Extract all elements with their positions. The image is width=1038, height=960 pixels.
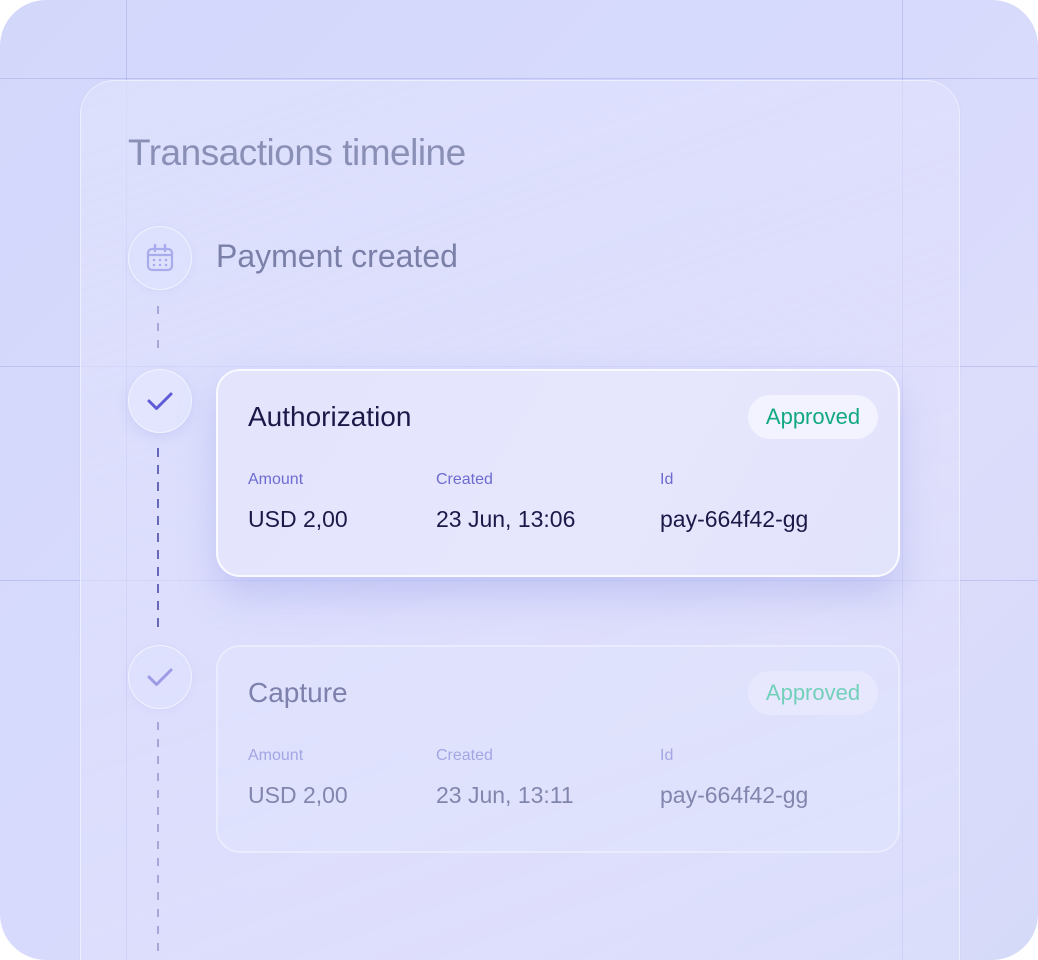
timeline-node-payment-created: [128, 226, 192, 290]
timeline-connector: [157, 306, 159, 356]
created-value: 23 Jun, 13:06: [436, 506, 576, 532]
amount-value: USD 2,00: [248, 506, 348, 532]
check-icon: [147, 392, 173, 410]
amount-label: Amount: [248, 471, 304, 488]
timeline-node-authorization: [128, 369, 192, 433]
grid-line: [0, 78, 1038, 79]
created-label: Created: [436, 747, 493, 764]
amount-value: USD 2,00: [248, 782, 348, 808]
timeline-connector: [157, 448, 159, 628]
transaction-card-authorization[interactable]: Authorization Approved Amount USD 2,00 C…: [216, 369, 900, 577]
status-badge: Approved: [748, 671, 878, 715]
check-icon: [147, 668, 173, 686]
id-label: Id: [660, 747, 674, 764]
id-value: pay-664f42-gg: [660, 506, 809, 532]
id-value: pay-664f42-gg: [660, 782, 809, 808]
id-label: Id: [660, 471, 674, 488]
page-title: Transactions timeline: [128, 132, 466, 173]
calendar-icon: [146, 243, 174, 272]
created-label: Created: [436, 471, 493, 488]
timeline-node-capture: [128, 645, 192, 709]
created-value: 23 Jun, 13:11: [436, 782, 574, 808]
amount-label: Amount: [248, 747, 304, 764]
card-title: Authorization: [248, 401, 412, 432]
step-label-payment-created: Payment created: [216, 238, 458, 274]
card-title: Capture: [248, 677, 348, 708]
timeline-connector: [157, 722, 159, 960]
status-badge: Approved: [748, 395, 878, 439]
transaction-card-capture[interactable]: Capture Approved Amount USD 2,00 Created…: [216, 645, 900, 853]
